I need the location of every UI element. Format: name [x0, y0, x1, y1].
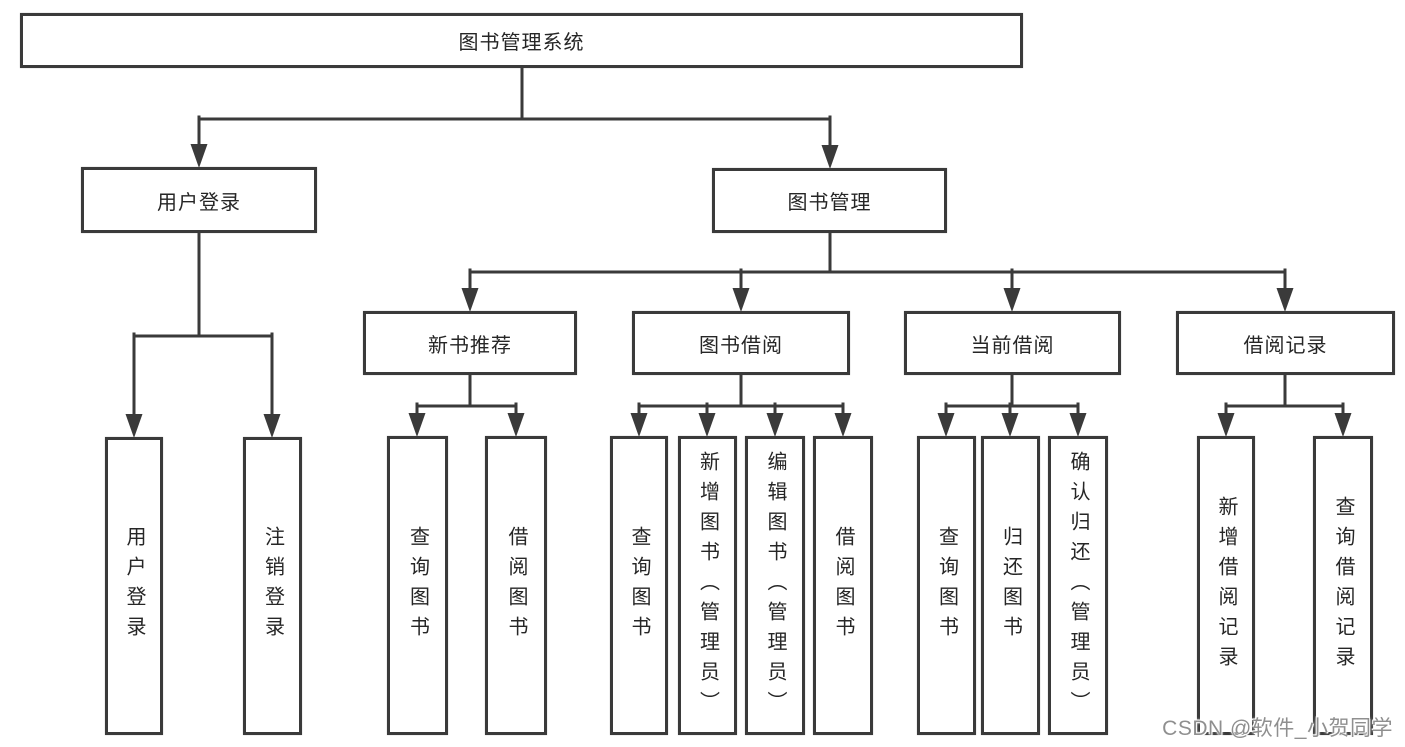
- node-query-books-borrow: 查询图书: [610, 436, 668, 735]
- node-logout: 注销登录: [243, 437, 302, 735]
- node-edit-book-admin-label: 编辑图书（管理员）: [764, 450, 786, 721]
- node-return-book: 归还图书: [981, 436, 1040, 735]
- node-add-book-admin: 新增图书（管理员）: [678, 436, 737, 735]
- node-confirm-return-admin-label: 确认归还（管理员）: [1067, 450, 1089, 721]
- node-current-borrow: 当前借阅: [904, 311, 1121, 375]
- node-user-login-action-label: 用户登录: [123, 526, 145, 646]
- watermark: CSDN @软件_小贺同学: [1162, 717, 1393, 740]
- node-add-borrow-record-label: 新增借阅记录: [1215, 495, 1237, 676]
- node-query-books-current: 查询图书: [917, 436, 976, 735]
- node-borrow-record-label: 借阅记录: [1243, 334, 1328, 357]
- node-root-label: 图书管理系统: [458, 32, 585, 54]
- node-current-borrow-label: 当前借阅: [970, 334, 1055, 357]
- node-user-login: 用户登录: [81, 167, 317, 233]
- node-book-mgmt-label: 图书管理: [787, 192, 872, 214]
- node-new-book-label: 新书推荐: [428, 334, 512, 357]
- node-query-books-newbook: 查询图书: [387, 436, 448, 735]
- node-query-borrow-record-label: 查询借阅记录: [1332, 495, 1354, 676]
- node-add-book-admin-label: 新增图书（管理员）: [696, 450, 719, 721]
- node-query-books-current-label: 查询图书: [935, 525, 958, 646]
- node-new-book: 新书推荐: [363, 311, 577, 375]
- node-query-books-newbook-label: 查询图书: [406, 525, 429, 646]
- node-borrow-record: 借阅记录: [1176, 311, 1395, 375]
- node-add-borrow-record: 新增借阅记录: [1197, 436, 1255, 735]
- node-query-books-borrow-label: 查询图书: [628, 525, 650, 646]
- node-book-mgmt: 图书管理: [712, 168, 947, 233]
- node-borrow-books-label: 借阅图书: [832, 525, 854, 646]
- node-return-book-label: 归还图书: [999, 525, 1022, 646]
- node-borrow-books: 借阅图书: [813, 436, 873, 735]
- node-user-login-action: 用户登录: [105, 437, 163, 735]
- node-edit-book-admin: 编辑图书（管理员）: [745, 436, 805, 735]
- node-root: 图书管理系统: [20, 13, 1023, 68]
- node-confirm-return-admin: 确认归还（管理员）: [1048, 436, 1108, 735]
- node-book-borrow-label: 图书借阅: [699, 334, 783, 357]
- node-query-borrow-record: 查询借阅记录: [1313, 436, 1373, 735]
- node-borrow-books-newbook-label: 借阅图书: [505, 525, 527, 646]
- node-book-borrow: 图书借阅: [632, 311, 850, 375]
- node-borrow-books-newbook: 借阅图书: [485, 436, 547, 735]
- node-user-login-label: 用户登录: [157, 191, 241, 214]
- node-logout-label: 注销登录: [261, 526, 284, 646]
